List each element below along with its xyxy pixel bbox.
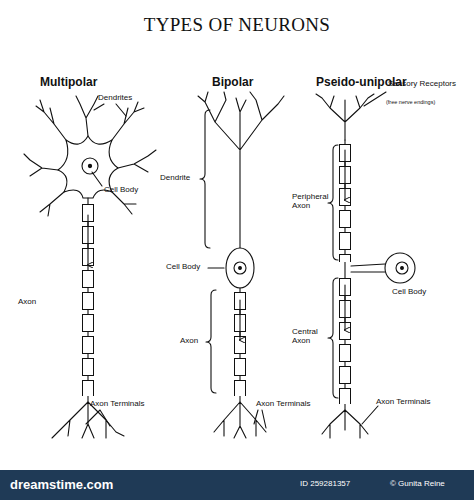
leader-line: [92, 172, 102, 186]
part-label: Peripheral Axon: [292, 193, 328, 211]
part-note: (free nerve endings): [386, 99, 466, 105]
part-label: Axon Terminals: [90, 400, 170, 409]
leader-line: [254, 410, 266, 428]
part-label: Dendrites: [98, 94, 168, 103]
diagram-title: TYPES OF NEURONS: [0, 14, 474, 36]
multipolar-neuron: [24, 96, 156, 438]
watermark: © Gunita Reine: [390, 480, 470, 489]
leader-line: [94, 104, 126, 116]
part-label: Central Axon: [292, 328, 328, 346]
part-label: Axon: [180, 337, 210, 346]
leader-line: [362, 406, 378, 424]
bracket: [328, 145, 338, 260]
bracket: [200, 110, 210, 248]
neuron-type-heading: Bipolar: [212, 76, 282, 89]
part-label: Sensory Receptors: [388, 80, 458, 89]
watermark: ID 259281357: [300, 480, 390, 489]
watermark: dreamstime.com: [10, 478, 150, 492]
bracket: [328, 278, 338, 398]
part-label: Axon Terminals: [256, 400, 336, 409]
bracket: [206, 290, 216, 393]
bipolar-neuron: [198, 92, 284, 438]
part-label: Axon Terminals: [376, 398, 456, 407]
pseudo-unipolar-neuron: [316, 92, 415, 438]
watermark-bar: [0, 470, 474, 500]
part-label: Cell Body: [166, 263, 208, 272]
part-label: Dendrite: [160, 174, 202, 183]
leader-line: [208, 267, 224, 268]
part-label: Cell Body: [104, 186, 164, 195]
leader-line: [364, 92, 386, 106]
part-label: Axon: [18, 298, 58, 307]
neuron-type-heading: Multipolar: [40, 76, 130, 89]
leader-line: [86, 410, 110, 426]
part-label: Cell Body: [392, 288, 452, 297]
